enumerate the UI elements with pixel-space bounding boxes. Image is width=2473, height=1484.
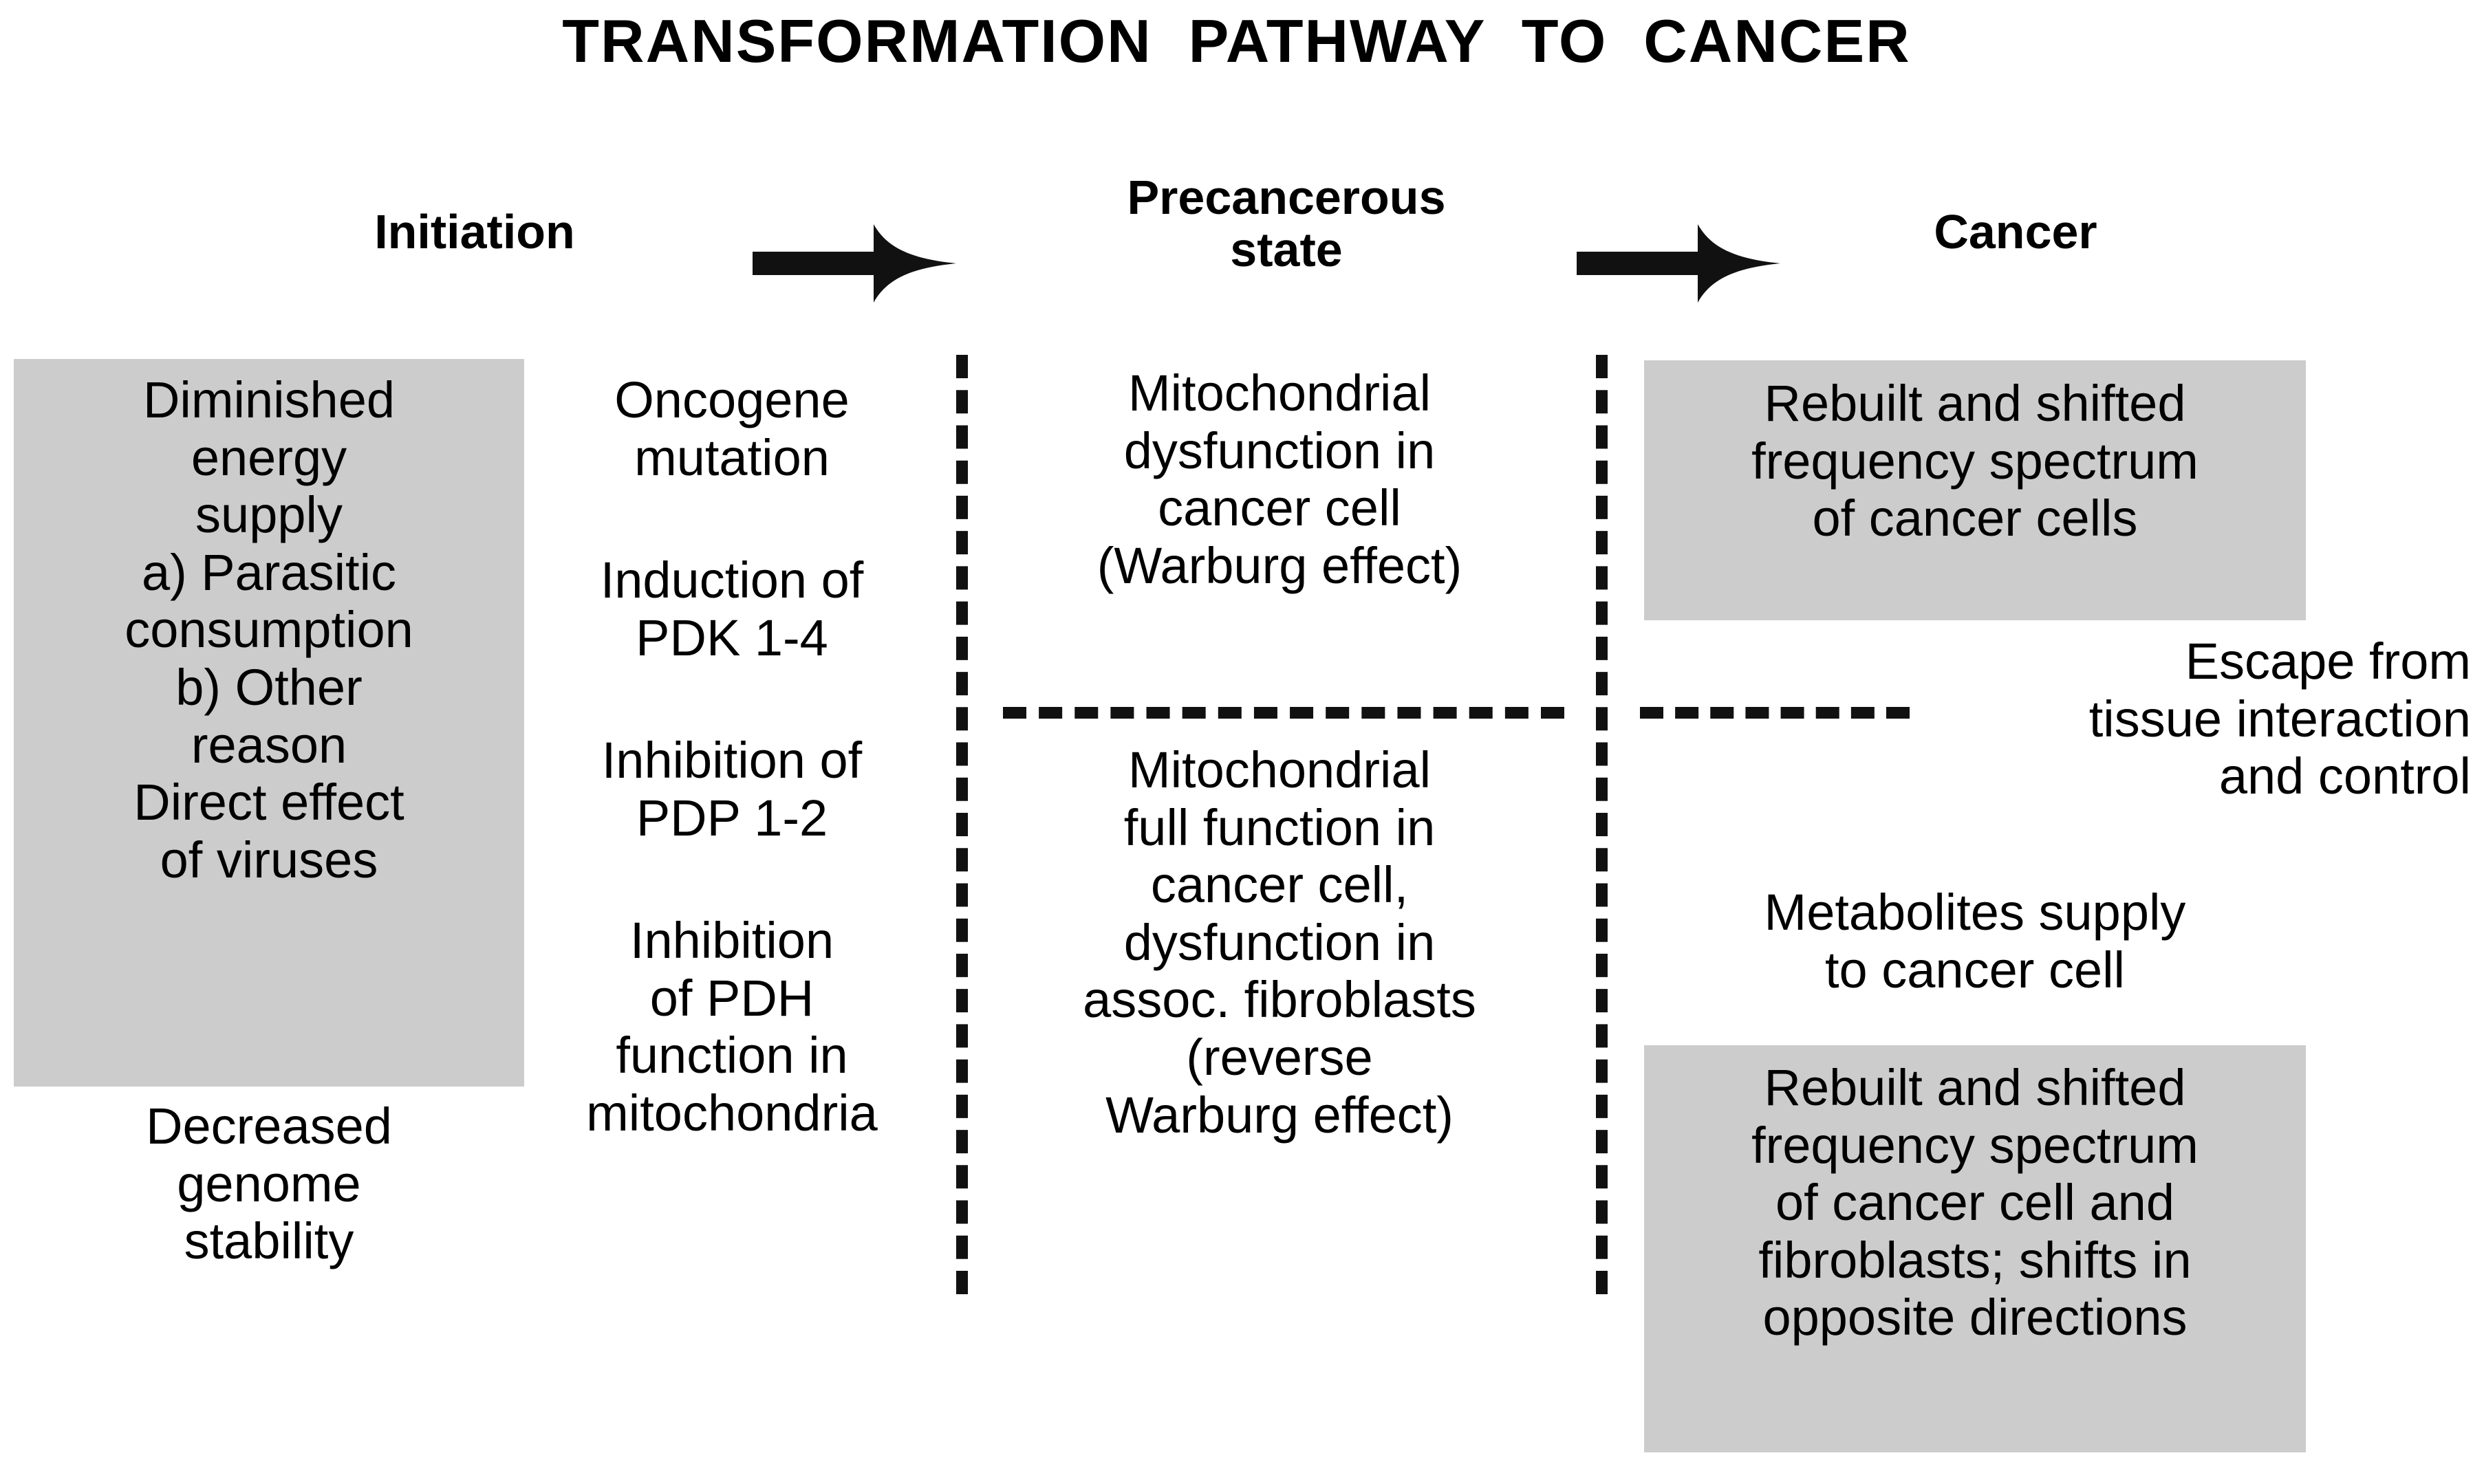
highlight-panel-cancer-spectrum-top — [1644, 360, 2306, 620]
stage-label-precancerous: Precancerous state — [1127, 171, 1446, 276]
text-initiation-causes-shaded: Diminished energy supply a) Parasitic co… — [125, 371, 413, 888]
text-cancer-spectrum-bottom: Rebuilt and shifted frequency spectrum o… — [1751, 1059, 2199, 1346]
text-warburg-effect: Mitochondrial dysfunction in cancer cell… — [1097, 364, 1462, 594]
divider-vertical-precancerous-cancer — [1596, 355, 1608, 1294]
right-arrow-icon — [1577, 224, 1780, 303]
text-cancer-spectrum-top: Rebuilt and shifted frequency spectrum o… — [1751, 375, 2199, 547]
highlight-panel-initiation-causes — [14, 359, 524, 1087]
text-initiation-genome-stability: Decreased genome stability — [146, 1098, 392, 1270]
text-induction-pdk: Induction of PDK 1-4 — [600, 552, 864, 666]
right-arrow-icon — [753, 224, 956, 303]
text-escape-tissue-interaction: Escape from tissue interaction and contr… — [2088, 633, 2471, 805]
text-reverse-warburg-effect: Mitochondrial full function in cancer ce… — [1083, 741, 1476, 1144]
divider-horizontal-precancerous — [1003, 707, 1564, 719]
text-inhibition-pdh: Inhibition of PDH function in mitochondr… — [586, 912, 878, 1142]
highlight-panel-cancer-spectrum-bottom — [1644, 1045, 2306, 1452]
text-metabolites-supply: Metabolites supply to cancer cell — [1764, 884, 2186, 999]
page-title: TRANSFORMATION PATHWAY TO CANCER — [562, 7, 1911, 75]
text-inhibition-pdp: Inhibition of PDP 1-2 — [601, 732, 863, 847]
divider-vertical-initiation-precancerous — [956, 355, 968, 1294]
stage-label-cancer: Cancer — [1934, 205, 2097, 259]
stage-label-initiation: Initiation — [374, 205, 575, 259]
divider-horizontal-cancer — [1640, 707, 1910, 719]
text-oncogene-mutation: Oncogene mutation — [614, 371, 850, 486]
